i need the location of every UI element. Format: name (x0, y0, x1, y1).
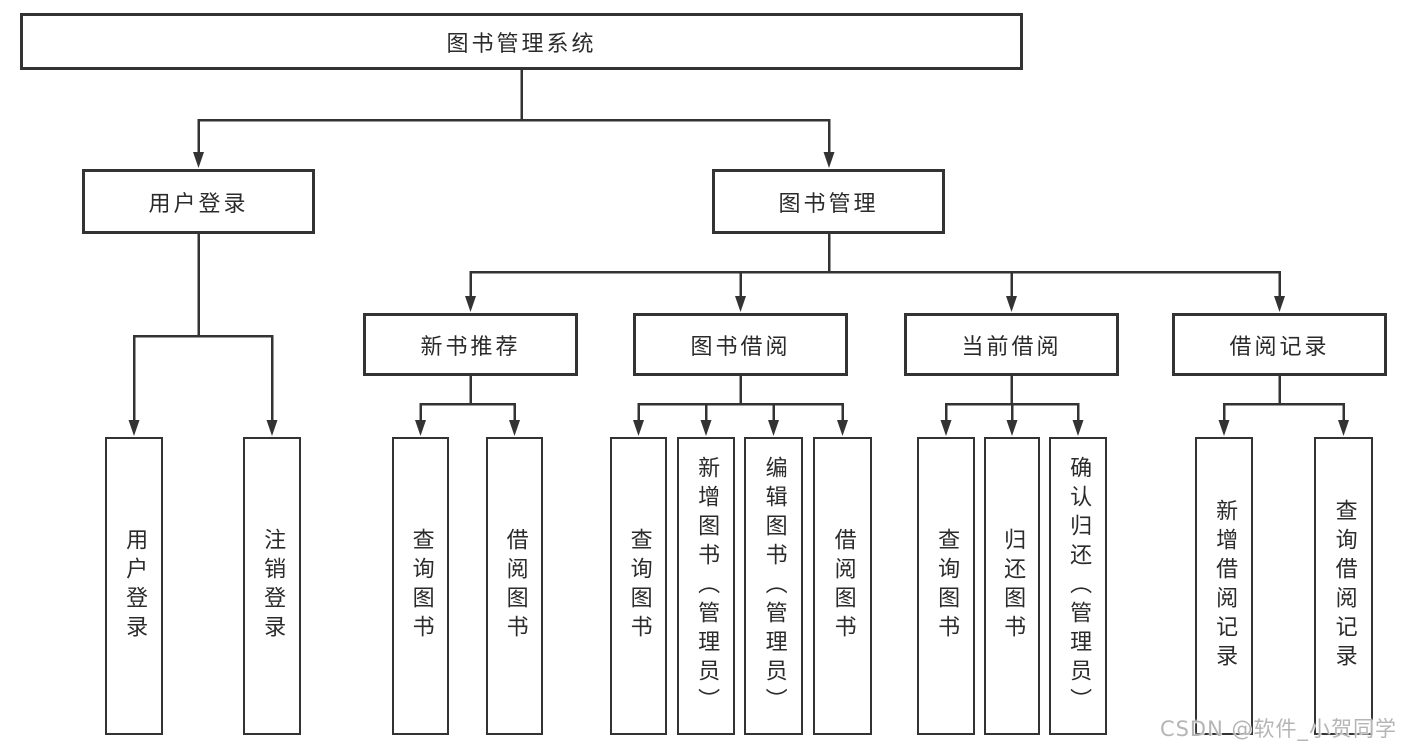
leaf-rec-borrow-books-label: 借阅图书 (502, 528, 528, 644)
node-book-borrow-label: 图书借阅 (690, 334, 791, 360)
leaf-user-login-label: 用户登录 (122, 528, 148, 644)
leaf-rec-borrow-books: 借阅图书 (486, 437, 543, 735)
leaf-borrow-add-books: 新增图书（管理员） (677, 437, 735, 735)
node-new-book-rec-label: 新书推荐 (420, 334, 521, 360)
node-borrow-records: 借阅记录 (1172, 313, 1387, 376)
leaf-records-query-record: 查询借阅记录 (1314, 437, 1373, 735)
node-book-borrow: 图书借阅 (633, 313, 848, 376)
leaf-user-login: 用户登录 (105, 437, 163, 735)
node-borrow-records-label: 借阅记录 (1229, 334, 1330, 360)
leaf-records-add-record: 新增借阅记录 (1195, 437, 1253, 735)
leaf-records-add-record-label: 新增借阅记录 (1212, 499, 1238, 673)
leaf-records-query-record-label: 查询借阅记录 (1331, 499, 1357, 673)
leaf-logout: 注销登录 (243, 437, 301, 735)
leaf-borrow-query-books: 查询图书 (610, 437, 667, 735)
leaf-borrow-add-books-label: 新增图书（管理员） (694, 455, 720, 717)
node-book-mgmt-branch-label: 图书管理 (778, 191, 879, 217)
leaf-borrow-borrow-books: 借阅图书 (813, 437, 872, 735)
node-book-mgmt-branch: 图书管理 (712, 169, 945, 234)
node-root-label: 图书管理系统 (446, 31, 597, 57)
leaf-rec-query-books: 查询图书 (392, 437, 449, 735)
leaf-current-confirm-return: 确认归还（管理员） (1049, 437, 1107, 735)
leaf-borrow-edit-books-label: 编辑图书（管理员） (761, 455, 787, 717)
leaf-current-confirm-return-label: 确认归还（管理员） (1066, 455, 1092, 717)
node-login-branch: 用户登录 (82, 169, 315, 234)
connector-arrowheads (128, 152, 1349, 436)
node-current-borrow-label: 当前借阅 (961, 334, 1062, 360)
leaf-borrow-borrow-books-label: 借阅图书 (830, 528, 856, 644)
node-root: 图书管理系统 (20, 13, 1023, 70)
node-login-branch-label: 用户登录 (148, 191, 249, 217)
leaf-borrow-edit-books: 编辑图书（管理员） (744, 437, 803, 735)
leaf-rec-query-books-label: 查询图书 (408, 528, 434, 644)
leaf-current-return-books-label: 归还图书 (1000, 528, 1026, 644)
node-current-borrow: 当前借阅 (904, 313, 1119, 376)
leaf-current-query-books: 查询图书 (917, 437, 975, 735)
leaf-borrow-query-books-label: 查询图书 (626, 528, 652, 644)
leaf-current-return-books: 归还图书 (984, 437, 1040, 735)
node-new-book-rec: 新书推荐 (363, 313, 578, 376)
connector-shafts (132, 67, 1345, 424)
csdn-watermark: CSDN @软件_小贺同学 (1159, 717, 1397, 741)
leaf-logout-label: 注销登录 (260, 528, 286, 644)
leaf-current-query-books-label: 查询图书 (934, 528, 960, 644)
